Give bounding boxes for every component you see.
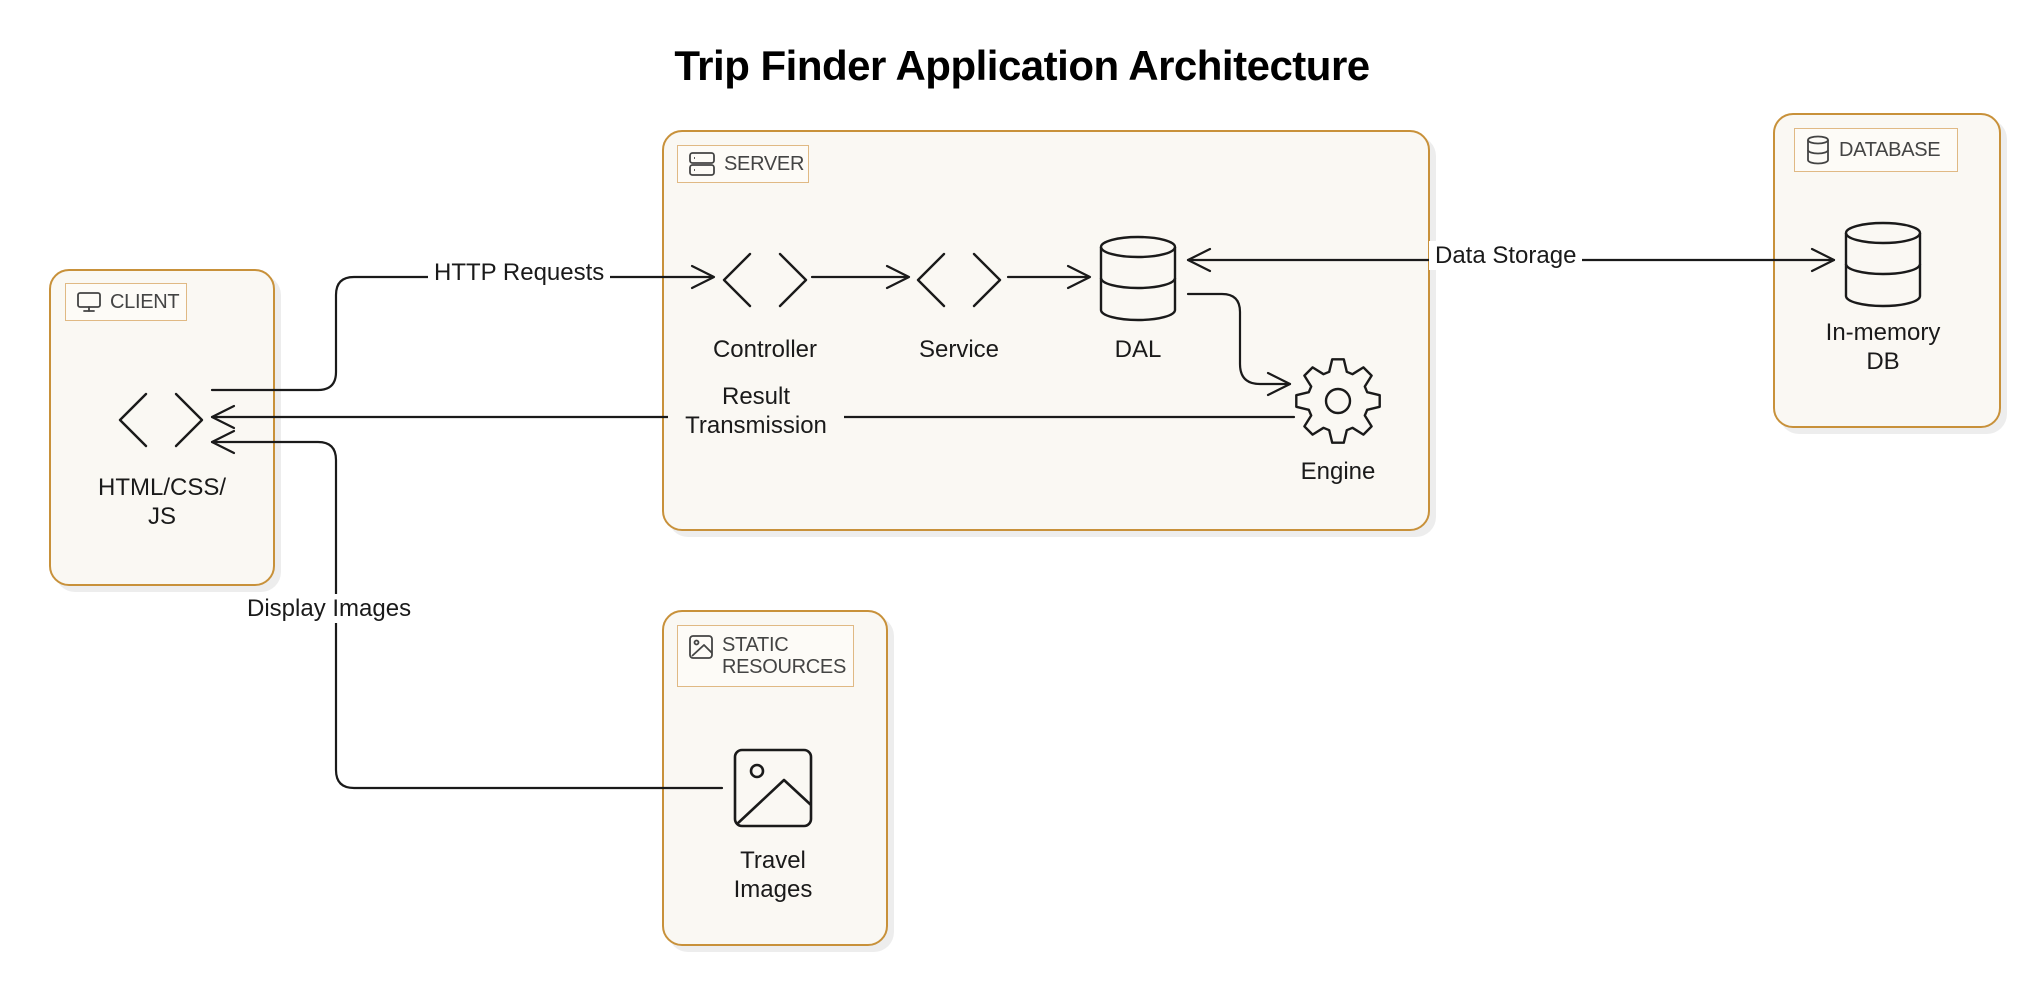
monitor-icon [76, 290, 102, 314]
edge-label-result-line2: Transmission [685, 412, 827, 439]
inmemory-node-label: In-memory DB [1803, 318, 1963, 376]
inmemory-node-label-line2: DB [1866, 348, 1900, 375]
client-badge-label: CLIENT [110, 291, 180, 313]
client-badge: CLIENT [65, 283, 187, 321]
inmemory-node-label-line1: In-memory [1825, 319, 1941, 346]
html-code-icon [118, 392, 204, 448]
static-badge-line2: RESOURCES [722, 656, 846, 678]
diagram-title: Trip Finder Application Architecture [674, 42, 1370, 89]
server-icon [688, 150, 716, 178]
controller-node-label: Controller [712, 336, 818, 363]
arrowhead-storage-right [1810, 247, 1836, 273]
edge-http-requests [210, 275, 714, 392]
server-group[interactable] [662, 130, 1430, 531]
database-badge: DATABASE [1794, 128, 1958, 172]
engine-node-label: Engine [1300, 458, 1376, 485]
travel-node-label-line1: Travel [740, 847, 806, 874]
html-node-label: HTML/CSS/ JS [72, 473, 252, 531]
edge-label-display-images: Display Images [241, 594, 418, 623]
server-badge: SERVER [677, 145, 809, 183]
engine-gear-icon [1295, 358, 1381, 444]
client-group[interactable] [49, 269, 275, 586]
arrowhead-storage-left [1186, 247, 1212, 273]
edge-label-data-storage: Data Storage [1429, 241, 1583, 270]
database-badge-label: DATABASE [1839, 139, 1941, 161]
arrowhead-service-dal [1066, 264, 1092, 290]
static-resources-badge: STATIC RESOURCES [677, 625, 854, 687]
image-icon [688, 634, 714, 660]
edge-dal-engine [1186, 292, 1292, 386]
travel-node-label: Travel Images [703, 846, 843, 904]
database-icon [1805, 135, 1831, 165]
server-badge-label: SERVER [724, 153, 805, 175]
html-node-label-line2: JS [147, 503, 176, 530]
arrowhead-dal-engine [1266, 371, 1292, 397]
arrowhead-controller-service [885, 264, 911, 290]
edge-label-result-transmission: Result Transmission [668, 382, 844, 440]
inmemory-database-icon [1844, 221, 1922, 308]
arrowhead-http [690, 264, 716, 290]
edge-label-result-line1: Result [721, 383, 791, 410]
travel-images-icon [733, 748, 813, 828]
html-node-label-line1: HTML/CSS/ [97, 474, 226, 501]
service-code-icon [916, 252, 1002, 308]
travel-node-label-line2: Images [733, 876, 813, 903]
arrowhead-result [210, 404, 236, 430]
static-badge-line1: STATIC [722, 634, 789, 656]
dal-database-icon [1099, 235, 1177, 322]
service-node-label: Service [918, 336, 1000, 363]
controller-code-icon [722, 252, 808, 308]
edge-label-http-requests: HTTP Requests [428, 258, 611, 287]
arrowhead-display-images [210, 429, 236, 455]
dal-node-label: DAL [1114, 336, 1162, 363]
